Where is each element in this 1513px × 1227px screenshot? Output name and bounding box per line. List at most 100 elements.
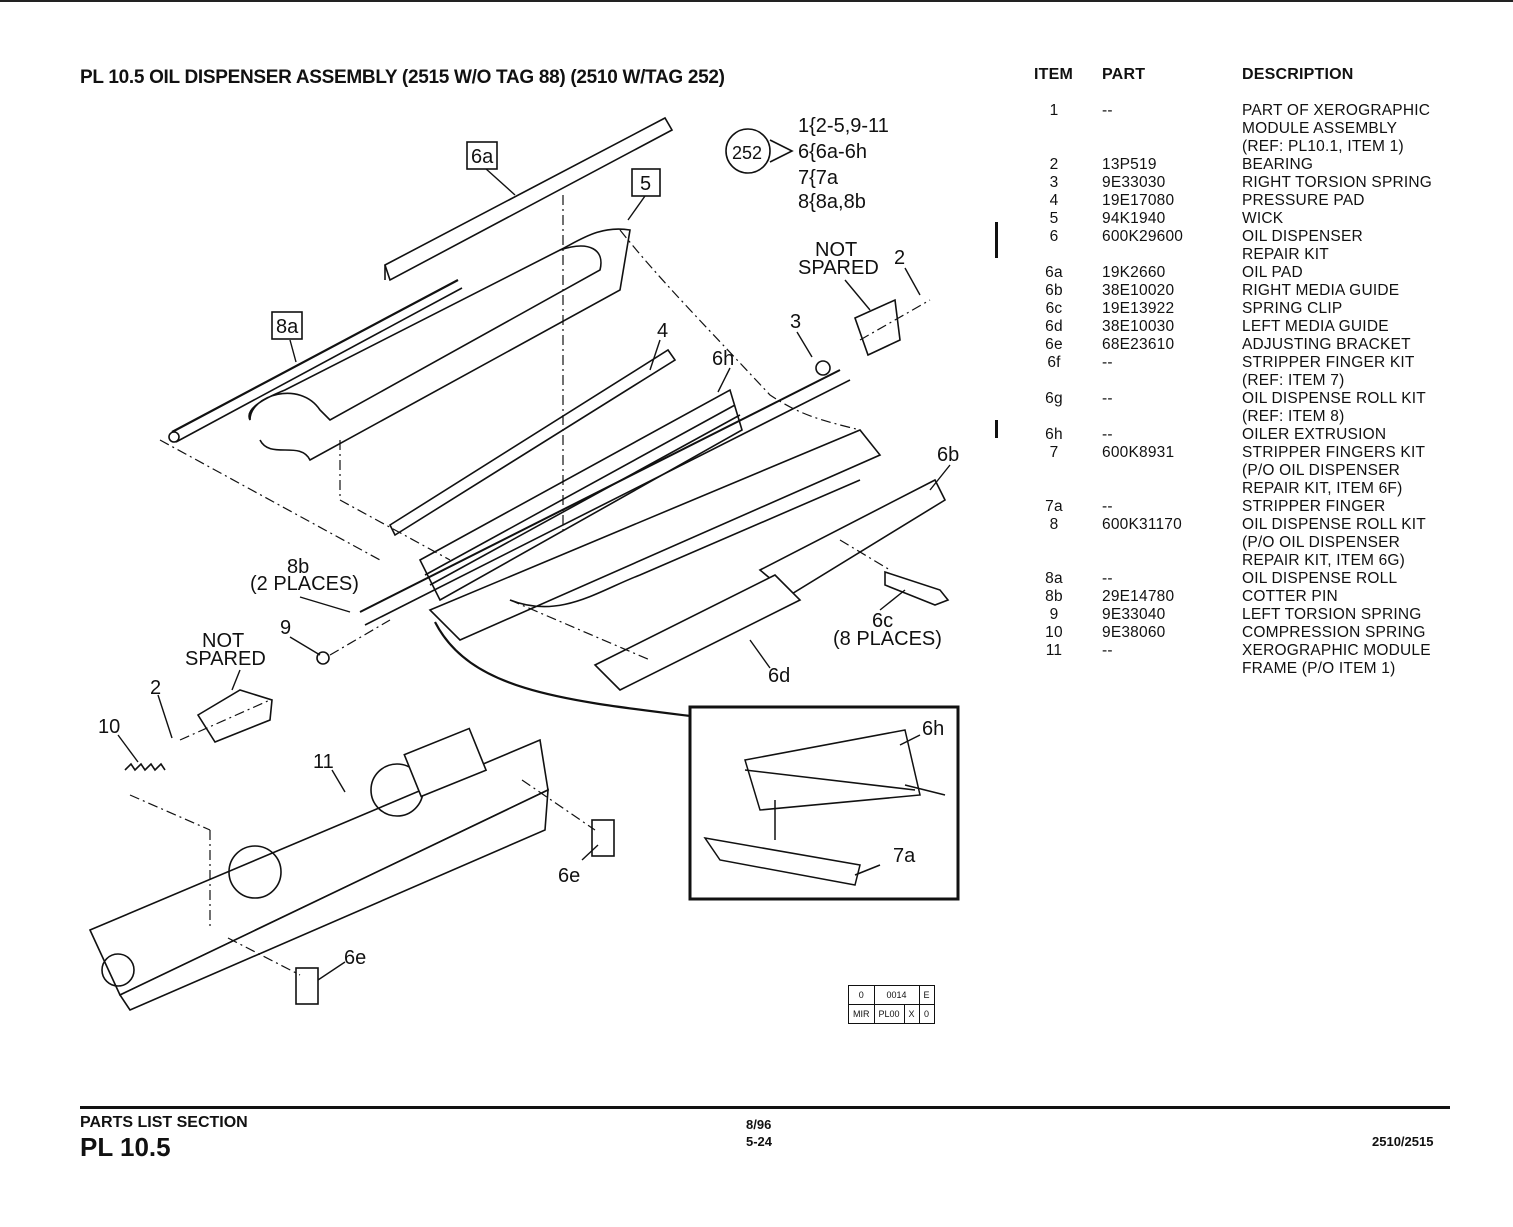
description-cell: STRIPPER FINGER	[1242, 498, 1500, 516]
label-8b: 8b	[287, 556, 309, 578]
description-cell: OIL DISPENSE ROLL KIT(REF: ITEM 8)	[1242, 390, 1500, 426]
description-cell: COMPRESSION SPRING	[1242, 624, 1500, 642]
part-cell: 38E10020	[1102, 282, 1175, 299]
part-cell: 9E33040	[1102, 606, 1166, 623]
description-line: SPRING CLIP	[1242, 300, 1343, 317]
item-cell: 7a	[1045, 498, 1063, 515]
wick-part	[248, 245, 602, 421]
description-line: COMPRESSION SPRING	[1242, 624, 1426, 641]
table-row: 6f--STRIPPER FINGER KIT(REF: ITEM 7)	[1030, 354, 1500, 390]
part-cell: --	[1102, 642, 1113, 659]
item-cell: 6b	[1045, 282, 1063, 299]
description-line: REPAIR KIT	[1242, 246, 1329, 263]
item-cell: 10	[1045, 624, 1063, 641]
label-spared-right: SPARED	[798, 257, 879, 279]
adjusting-bracket-upper	[591, 819, 615, 857]
description-line: ADJUSTING BRACKET	[1242, 336, 1411, 353]
description-cell: OILER EXTRUSION	[1242, 426, 1500, 444]
description-line: (P/O OIL DISPENSER	[1242, 462, 1401, 479]
item-cell: 8b	[1045, 588, 1063, 605]
label-7a: 7a	[893, 845, 916, 867]
label-box-5	[631, 168, 661, 197]
footer-page: 5-24	[746, 1134, 773, 1149]
label-6b: 6b	[937, 444, 959, 466]
part-cell: 600K31170	[1102, 516, 1182, 533]
footer-pl-number: PL 10.5	[80, 1132, 171, 1162]
description-line: WICK	[1242, 210, 1284, 227]
item-cell: 9	[1049, 606, 1059, 623]
header-part: PART	[1102, 66, 1146, 83]
part-cell: 68E23610	[1102, 336, 1175, 353]
table-row: 7a--STRIPPER FINGER	[1030, 498, 1500, 516]
label-2-left: 2	[150, 677, 161, 699]
item-cell: 4	[1049, 192, 1059, 209]
label-9: 9	[280, 617, 291, 639]
label-6a: 6a	[471, 146, 494, 168]
description-line: FRAME (P/O ITEM 1)	[1242, 660, 1396, 677]
label-2-right: 2	[894, 247, 905, 269]
spring-clip-part	[884, 570, 950, 606]
label-8-places: (8 PLACES)	[833, 628, 942, 650]
part-cell: 600K29600	[1102, 228, 1184, 245]
right-media-guide-part	[758, 478, 947, 596]
description-line: REPAIR KIT, ITEM 6G)	[1242, 552, 1406, 569]
item-cell: 6e	[1045, 336, 1063, 353]
stamp-cell: X	[903, 1004, 920, 1024]
revision-bar	[995, 222, 998, 258]
part-cell: --	[1102, 102, 1113, 119]
description-cell: WICK	[1242, 210, 1500, 228]
description-line: PRESSURE PAD	[1242, 192, 1365, 209]
description-line: (REF: ITEM 8)	[1242, 408, 1345, 425]
parts-table: ITEM PART DESCRIPTION 1--PART OF XEROGRA…	[1030, 66, 1500, 678]
footer-date-page: 8/96 5-24	[746, 1116, 772, 1150]
description-line: OIL DISPENSE ROLL KIT	[1242, 516, 1426, 533]
label-11: 11	[313, 751, 334, 773]
description-line: STRIPPER FINGERS KIT	[1242, 444, 1426, 461]
revision-bar	[995, 420, 998, 438]
part-cell: 29E14780	[1102, 588, 1175, 605]
label-not-left: NOT	[202, 630, 244, 652]
item-cell: 1	[1049, 102, 1059, 119]
footer-model: 2510/2515	[1372, 1134, 1434, 1149]
description-line: MODULE ASSEMBLY	[1242, 120, 1398, 137]
table-row: 6g--OIL DISPENSE ROLL KIT(REF: ITEM 8)	[1030, 390, 1500, 426]
tag-line-1: 1{2-5,9-11	[798, 115, 889, 137]
item-cell: 6h	[1045, 426, 1063, 443]
part-cell: 9E33030	[1102, 174, 1166, 191]
description-line: OIL PAD	[1242, 264, 1303, 281]
tag-line-4: 8{8a,8b	[798, 191, 866, 213]
table-row: 6h--OILER EXTRUSION	[1030, 426, 1500, 444]
oiler-extrusion-part	[418, 388, 743, 602]
part-cell: 94K1940	[1102, 210, 1166, 227]
item-cell: 6a	[1045, 264, 1063, 281]
description-cell: ADJUSTING BRACKET	[1242, 336, 1500, 354]
right-torsion-spring-part	[815, 360, 831, 376]
stamp-cell: E	[918, 985, 935, 1005]
part-cell: 19E17080	[1102, 192, 1175, 209]
description-cell: LEFT TORSION SPRING	[1242, 606, 1500, 624]
description-line: (REF: ITEM 7)	[1242, 372, 1345, 389]
item-cell: 6c	[1045, 300, 1063, 317]
description-line: BEARING	[1242, 156, 1314, 173]
description-line: OIL DISPENSER	[1242, 228, 1363, 245]
tag-line-2: 6{6a-6h	[798, 141, 867, 163]
description-line: RIGHT MEDIA GUIDE	[1242, 282, 1400, 299]
table-row: 8a--OIL DISPENSE ROLL	[1030, 570, 1500, 588]
item-cell: 8	[1049, 516, 1059, 533]
description-cell: SPRING CLIP	[1242, 300, 1500, 318]
header-item: ITEM	[1034, 66, 1074, 83]
tag-number: 252	[732, 143, 762, 163]
description-cell: STRIPPER FINGER KIT(REF: ITEM 7)	[1242, 354, 1500, 390]
xerographic-module-frame-part	[88, 738, 549, 997]
stamp-cell: 0	[848, 985, 875, 1005]
part-cell: --	[1102, 390, 1113, 407]
